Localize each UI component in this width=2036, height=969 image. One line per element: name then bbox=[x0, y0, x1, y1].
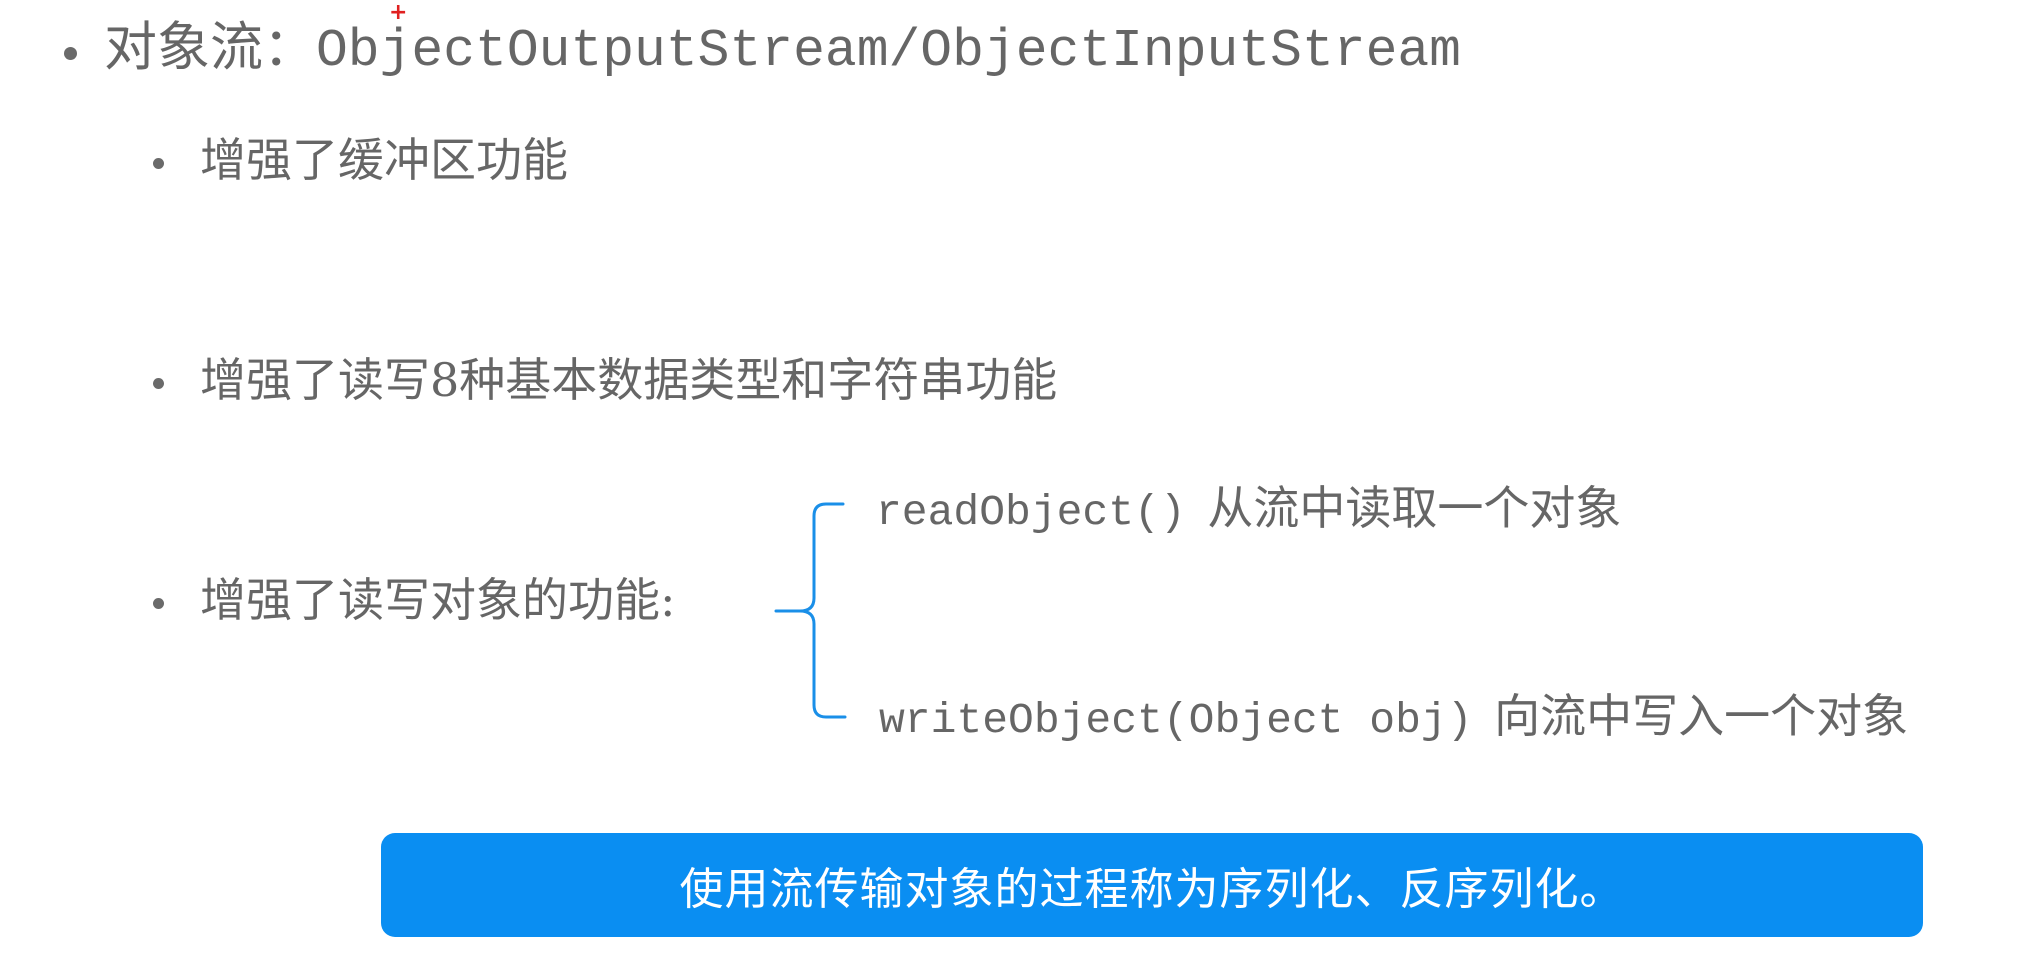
method-read-description: 从流中读取一个对象 bbox=[1207, 481, 1622, 535]
method-write: writeObject(Object obj) 向流中写入一个对象 bbox=[879, 690, 1908, 747]
method-write-signature: writeObject(Object obj) bbox=[879, 696, 1473, 745]
bullet-dot bbox=[153, 598, 164, 609]
heading-label: 对象流： bbox=[104, 17, 316, 78]
heading-bullet bbox=[64, 47, 77, 60]
method-read: readObject() 从流中读取一个对象 bbox=[876, 482, 1621, 539]
serialization-callout: 使用流传输对象的过程称为序列化、反序列化。 bbox=[381, 833, 1923, 937]
method-write-description: 向流中写入一个对象 bbox=[1494, 689, 1909, 743]
bullet-objects: 增强了读写对象的功能: bbox=[200, 573, 676, 627]
bullet-dot bbox=[153, 158, 164, 169]
method-read-signature: readObject() bbox=[876, 488, 1186, 537]
callout-text: 使用流传输对象的过程称为序列化、反序列化。 bbox=[679, 864, 1625, 915]
heading-classes: ObjectOutputStream/ObjectInputStream bbox=[316, 21, 1461, 81]
cursor-marker-icon: + bbox=[389, 0, 408, 25]
bullet-primitives: 增强了读写8种基本数据类型和字符串功能 bbox=[200, 353, 1058, 407]
bullet-buffer: 增强了缓冲区功能 bbox=[200, 133, 568, 187]
heading: 对象流：ObjectOutputStream/ObjectInputStream bbox=[104, 17, 1461, 82]
bullet-dot bbox=[153, 378, 164, 389]
